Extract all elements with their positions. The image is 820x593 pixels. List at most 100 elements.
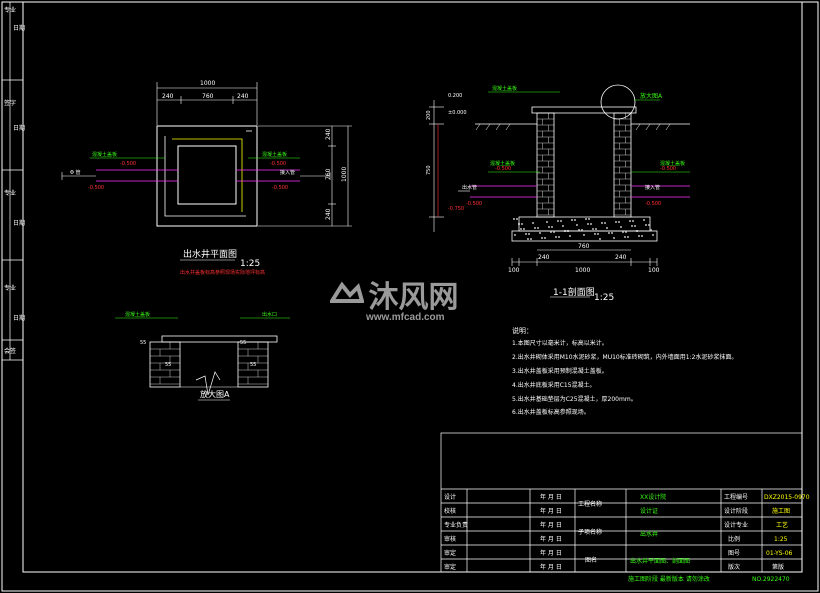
plan-note-green: 混凝土盖板 [262, 151, 287, 158]
brick-wall-left [536, 112, 555, 218]
tb-date: 年 月 日 [540, 535, 562, 543]
section-note-red: -0.500 [495, 166, 511, 172]
plan-inlet-pipe: 接入管 [280, 169, 295, 176]
section-note-red: -0.500 [660, 166, 676, 172]
side-label: 签字 [4, 99, 16, 107]
detail-dim: 55 [250, 362, 256, 368]
detail-brick-right [237, 341, 269, 388]
tb-figure-label: 图名 [585, 556, 597, 564]
side-label: 日期 [13, 124, 25, 132]
plan-elev-right: -0.500 [270, 161, 286, 167]
side-strip [2, 2, 23, 361]
section-cover-label: 混凝土盖板 [492, 85, 517, 92]
plan-pipe-red: -0.500 [88, 185, 104, 191]
tb-date: 年 月 日 [540, 493, 562, 501]
tb-date: 年 月 日 [540, 507, 562, 515]
tb-label: 审核 [444, 535, 456, 543]
tb-scale: 1:25 [774, 536, 788, 543]
tb-stage: 施工图 [772, 507, 790, 515]
note-line: 1.本图尺寸以毫米计，标高以米计。 [512, 339, 608, 347]
section-dim-left: 750 [426, 165, 432, 175]
plan-outlet-pipe: Φ 管 [70, 169, 81, 176]
detail-brick-left [149, 341, 181, 388]
brick-wall-right [613, 112, 632, 218]
tb-label: 设计 [444, 493, 456, 501]
plan-view: 1000 240 760 240 混凝土盖板 -0.500 Φ 管 -0.500 [61, 80, 352, 276]
section-view: 放大图A 混凝土盖板 混凝土盖板 -0.500 出水管 -0.500 混凝土盖板… [426, 84, 690, 303]
title-block-text: 设计 校核 专业负责 审核 审定 审定 年 月 日 年 月 日 年 月 日 年 … [444, 493, 810, 583]
section-dim: 100 [508, 267, 520, 274]
watermark: 沐风网 www.mfcad.com [330, 272, 458, 323]
tb-drawing-label: 子项名称 [578, 528, 602, 536]
plan-dim: 240 [162, 93, 174, 100]
section-dim-left: 200 [426, 110, 432, 120]
side-label: 专业 [4, 189, 16, 197]
tb-proj-no-label: 工程编号 [724, 493, 748, 501]
note-line: 2.出水井砌体采用M10水泥砂浆，MU10标准砖砌筑，内外墙面用1:2水泥砂浆抹… [512, 353, 737, 361]
plan-elev-left: -0.500 [120, 161, 136, 167]
side-label: 专业 [4, 284, 16, 292]
notes: 说明： 1.本图尺寸以毫米计，标高以米计。 2.出水井砌体采用M10水泥砂浆，M… [512, 326, 737, 416]
plan-dim-right: 1000 [341, 167, 348, 182]
tb-dwgno-label: 图号 [728, 550, 740, 557]
plan-red-note: 出水井盖板标高参照现场实际地坪标高 [180, 269, 265, 276]
section-title: 1-1剖面图 [553, 286, 595, 298]
detail-dim: 55 [140, 340, 146, 346]
tb-specialty-label: 设计专业 [724, 521, 748, 529]
watermark-text: 沐风网 [368, 281, 459, 314]
detail-view: 混凝土盖板 出水口 55 55 55 55 放大图A [115, 311, 290, 401]
section-pipe-left: 出水管 [462, 184, 477, 191]
tb-label: 审定 [444, 563, 456, 571]
detail-dim: 55 [240, 340, 246, 346]
tb-version-label: 版次 [728, 563, 740, 571]
tb-label: 校核 [444, 507, 456, 515]
plan-scale: 1:25 [240, 259, 260, 269]
note-line: 4.出水井底板采用C15混凝土。 [512, 381, 596, 389]
section-dim-inner: 760 [578, 243, 590, 250]
tb-figure-name: 出水井平面图、剖面图 [630, 557, 690, 565]
notes-heading: 说明： [512, 326, 533, 335]
section-elev-ground: ±0.000 [448, 110, 467, 116]
detail-right-label: 出水口 [262, 311, 277, 318]
section-note-green: 混凝土盖板 [660, 160, 685, 167]
inner-border [22, 1, 803, 573]
tb-company: XX设计院 [640, 493, 666, 501]
plan-dim-right: 240 [325, 208, 332, 220]
tb-company-sub: 设计证 [640, 507, 658, 515]
base-slab [518, 216, 651, 232]
side-label: 日期 [13, 219, 25, 227]
section-pipe-left-red: -0.500 [466, 201, 482, 207]
side-strip-labels: 专业 日期 签字 日期 专业 日期 专业 日期 会签 [4, 6, 25, 355]
tb-specialty: 工艺 [776, 521, 788, 529]
detail-top-label: 混凝土盖板 [125, 311, 150, 318]
plan-dim-overall: 1000 [200, 80, 215, 87]
plan-dim: 760 [202, 93, 214, 100]
tb-date: 年 月 日 [540, 563, 562, 571]
tb-date: 年 月 日 [540, 549, 562, 557]
tb-subitem: 出水井 [640, 530, 658, 538]
title-block [440, 432, 803, 573]
side-label: 专业 [4, 6, 16, 14]
section-dim: 240 [615, 254, 627, 261]
plan-pipe-red: -0.500 [272, 185, 288, 191]
tb-scale-label: 比例 [728, 535, 740, 543]
section-detail-label: 放大图A [640, 92, 663, 100]
tb-version: 第版 [772, 563, 784, 571]
section-dim: 100 [648, 267, 660, 274]
note-line: 3.出水井盖板采用预制混凝土盖板。 [512, 367, 608, 375]
side-label: 日期 [13, 24, 25, 32]
detail-title: 放大图A [200, 389, 230, 399]
section-pipe-right-red: -0.500 [645, 201, 661, 207]
detail-dim: 55 [165, 362, 171, 368]
watermark-url: www.mfcad.com [366, 312, 445, 323]
watermark-logo-icon [330, 281, 364, 307]
section-note-green: 混凝土盖板 [490, 160, 515, 167]
detail-callout-circle [600, 84, 636, 120]
side-label: 日期 [13, 314, 25, 322]
section-scale: 1:25 [594, 293, 614, 303]
plan-dim: 240 [237, 93, 249, 100]
tb-proj-no: DXZ2015-0970 [764, 494, 810, 501]
side-label: 会签 [4, 347, 16, 355]
